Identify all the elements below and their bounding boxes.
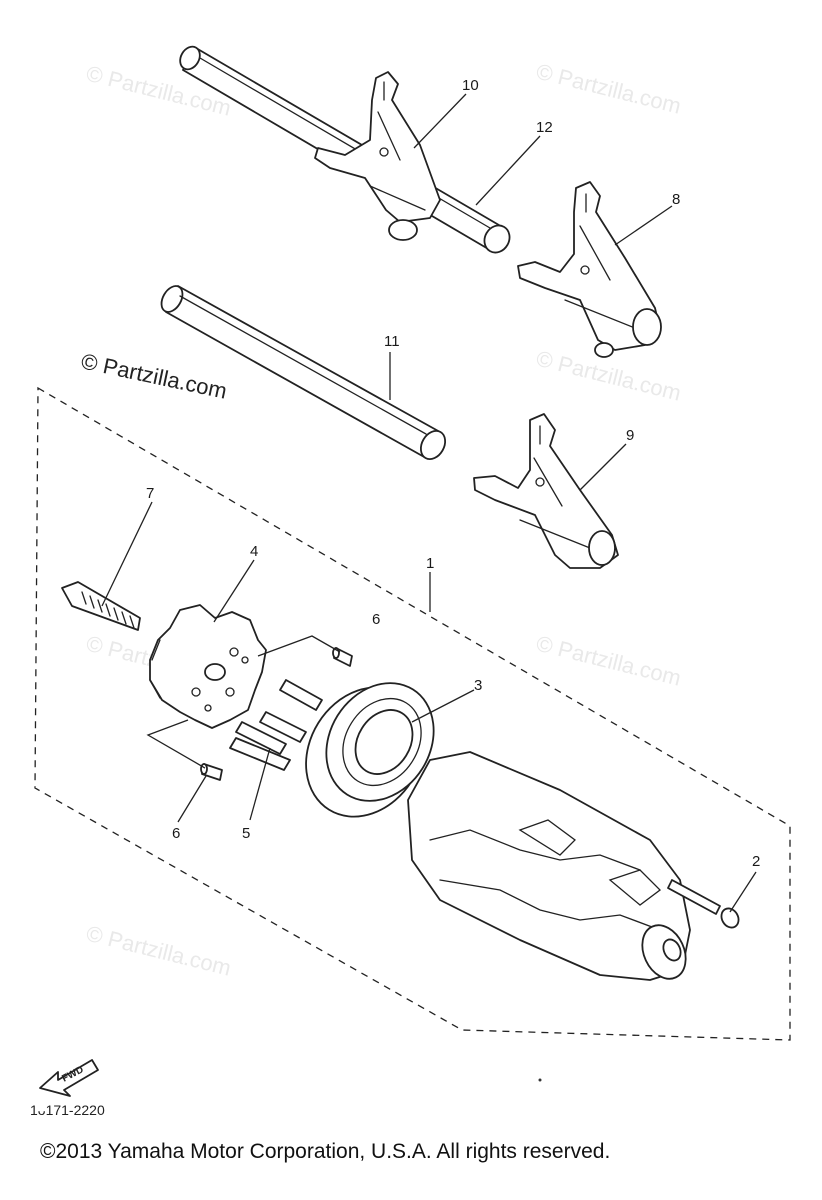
stray-dot	[538, 1078, 542, 1082]
callout-2: 2	[752, 853, 760, 870]
callout-4: 4	[250, 543, 258, 560]
callout-1: 1	[426, 555, 434, 572]
fwd-arrow-icon: FWD	[39, 1059, 99, 1097]
assembly-outline	[34, 386, 791, 1041]
callout-leaders	[101, 93, 757, 913]
segment-4	[149, 604, 267, 729]
pins-5	[229, 679, 323, 771]
leader-line	[146, 719, 206, 769]
callout-3: 3	[474, 677, 482, 694]
callout-6-lower: 6	[172, 825, 180, 842]
screw-7	[61, 581, 141, 631]
watermark-text: © Partzilla.com	[84, 921, 234, 981]
shift-fork-9	[473, 413, 619, 569]
callout-11: 11	[384, 333, 400, 350]
screw-2	[667, 879, 740, 929]
pin-6-lower	[200, 763, 223, 781]
watermark-text: © Partzilla.com	[534, 59, 684, 119]
callout-5: 5	[242, 825, 250, 842]
shift-fork-shaft-lower	[160, 285, 447, 461]
callout-7: 7	[146, 485, 154, 502]
shift-cam-1	[407, 751, 691, 981]
watermark-prominent: © Partzilla.com	[79, 348, 229, 403]
watermark-text: © Partzilla.com	[534, 631, 684, 691]
callout-8: 8	[672, 191, 680, 208]
callout-6-upper: 6	[372, 611, 380, 628]
shift-fork-8	[517, 181, 662, 358]
diagram-code: 1ᴗ171-2220	[30, 1102, 105, 1118]
copyright-notice: ©2013 Yamaha Motor Corporation, U.S.A. A…	[40, 1140, 610, 1163]
callout-12: 12	[536, 119, 553, 136]
pin-6-upper	[332, 647, 353, 667]
callout-10: 10	[462, 77, 479, 94]
shift-fork-shaft-upper	[179, 45, 511, 254]
leader-line	[257, 635, 341, 657]
bearing-3	[305, 682, 435, 818]
callout-9: 9	[626, 427, 634, 444]
shift-fork-10	[314, 71, 441, 241]
